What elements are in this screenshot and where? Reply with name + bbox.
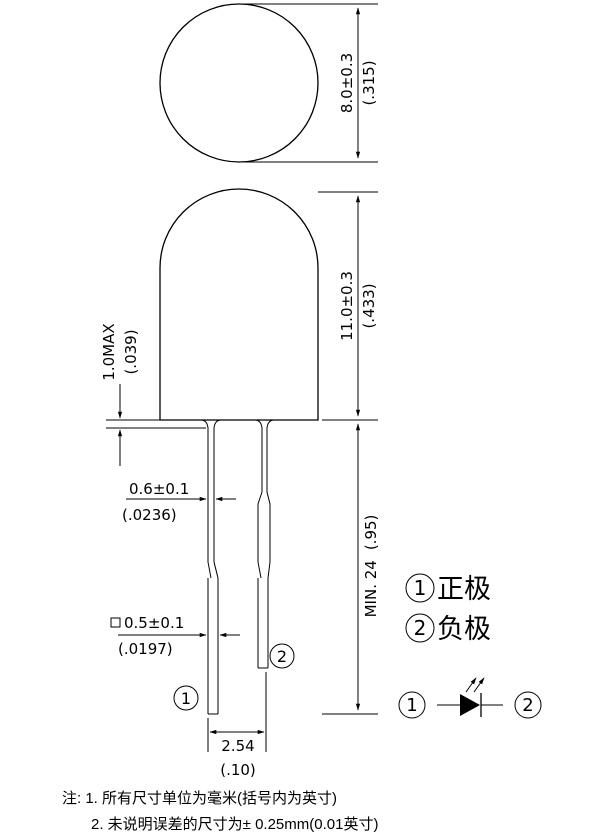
pitch-label: 2.54 (.10) [220,737,256,779]
led-body-outline [159,188,319,421]
note-line-2: 2. 未说明误差的尺寸为± 0.25mm(0.01英寸) [91,816,379,833]
svg-text:2: 2 [522,695,533,716]
svg-text:(.0197): (.0197) [118,640,173,658]
svg-text:(.433): (.433) [360,283,378,328]
lead-length-label: MIN. 24(.95) [362,515,380,618]
notes: 注: 1. 所有尺寸单位为毫米(括号内为英寸) 2. 未说明误差的尺寸为± 0.… [62,786,602,838]
body-height-label: 11.0±0.3 (.433) [338,271,378,341]
svg-text:(.10): (.10) [220,761,256,779]
svg-text:0.6±0.1: 0.6±0.1 [129,480,189,498]
note-line-1: 注: 1. 所有尺寸单位为毫米(括号内为英寸) [62,790,338,807]
svg-text:(.039): (.039) [122,329,140,374]
lead-left [200,419,222,715]
svg-text:1: 1 [406,695,417,716]
square-symbol-icon [110,617,121,628]
svg-text:8.0±0.3: 8.0±0.3 [338,53,356,113]
svg-text:2: 2 [277,647,287,666]
diameter-label: 8.0±0.3 (.315) [338,53,378,113]
flange-label: 1.0MAX (.039) [100,323,140,380]
svg-text:正极: 正极 [437,574,491,605]
light-emission-arrows-icon [465,677,485,693]
legend-cathode: 2 负极 [405,613,491,645]
svg-text:(.315): (.315) [360,60,378,105]
legend-anode: 1 正极 [405,573,491,605]
svg-text:负极: 负极 [437,614,491,645]
lead-right [254,419,275,669]
svg-text:(.0236): (.0236) [122,506,177,524]
svg-text:2.54: 2.54 [221,737,254,755]
lead-square-label: 0.5±0.1 (.0197) [110,614,184,658]
svg-text:11.0±0.3: 11.0±0.3 [338,271,356,341]
diode-triangle-icon [460,694,480,716]
svg-text:2: 2 [414,616,427,640]
top-view-circle [159,3,319,163]
svg-text:MIN. 24(.95): MIN. 24(.95) [362,515,380,618]
svg-text:0.5±0.1: 0.5±0.1 [124,614,184,632]
pin2-marker-lead: 2 [269,643,295,669]
svg-text:1: 1 [181,689,191,708]
pin1-marker-lead: 1 [173,685,199,711]
lead-width-label: 0.6±0.1 (.0236) [122,480,189,524]
svg-text:1.0MAX: 1.0MAX [100,323,118,380]
diode-schematic: 1 2 [398,677,542,719]
svg-text:1: 1 [414,576,427,600]
